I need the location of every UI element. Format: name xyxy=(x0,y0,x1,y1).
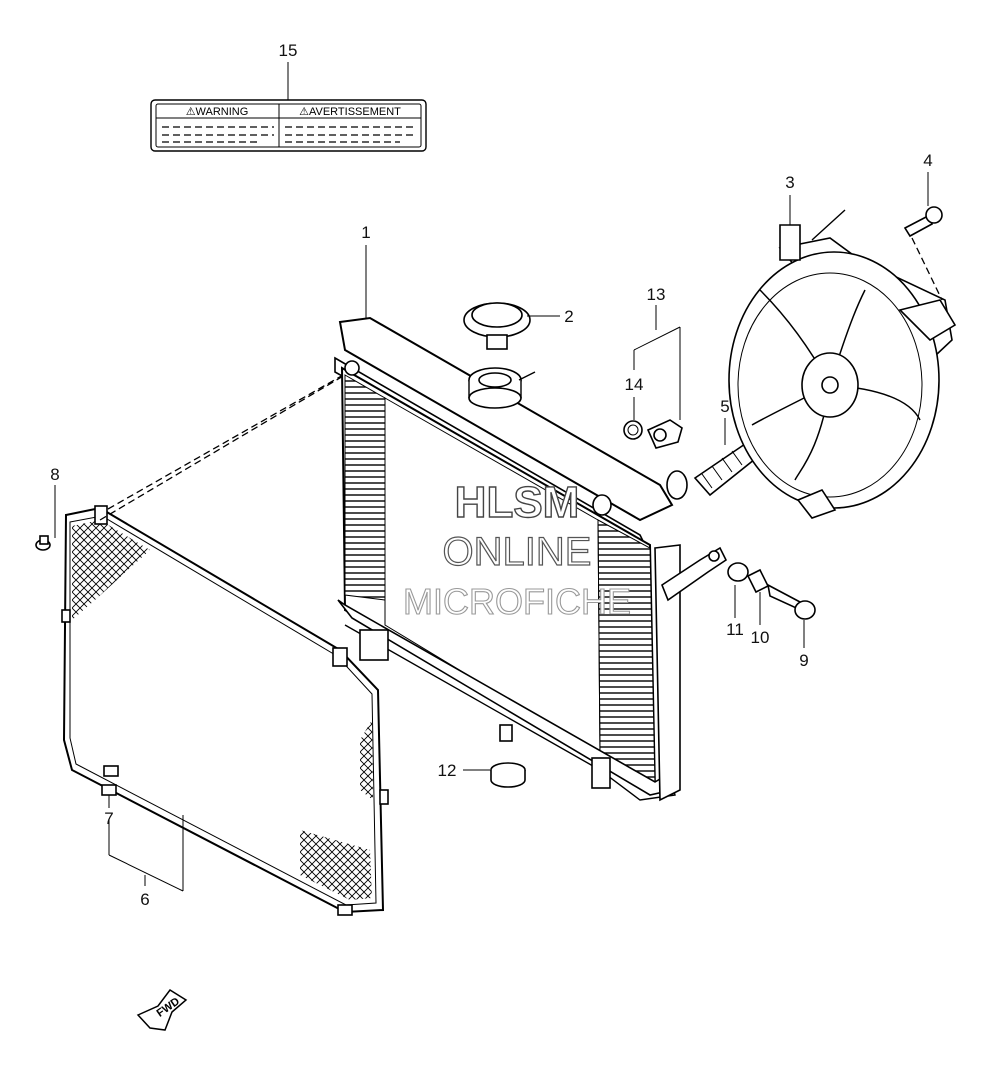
watermark-line-3: MICROFICHE xyxy=(403,581,631,622)
callout-12: 12 xyxy=(438,761,457,780)
callout-4: 4 xyxy=(923,151,932,170)
callout-14: 14 xyxy=(625,375,644,394)
callout-10: 10 xyxy=(751,628,770,647)
radiator-core xyxy=(334,316,728,802)
callout-11: 11 xyxy=(726,620,744,639)
cushion-part-12 xyxy=(490,762,526,788)
callout-1: 1 xyxy=(361,223,370,242)
callout-5: 5 xyxy=(720,397,729,416)
watermark-line-2: ONLINE xyxy=(443,530,592,574)
o-ring xyxy=(623,420,643,440)
fwd-arrow: FWD xyxy=(136,988,188,1031)
fan-bolt-part-4 xyxy=(903,206,943,301)
callout-15: 15 xyxy=(279,41,298,60)
callout-6: 6 xyxy=(140,890,149,909)
watermark: HLSM ONLINE MICROFICHE xyxy=(402,477,631,622)
guide-line-upper xyxy=(107,369,353,510)
collar-part-10 xyxy=(746,568,770,594)
guide-line-lower xyxy=(99,371,351,521)
warning-label: ⚠WARNING ⚠AVERTISSEMENT xyxy=(150,99,427,152)
watermark-line-1: HLSM xyxy=(455,478,580,527)
radiator-shroud-net xyxy=(61,505,389,916)
warning-label-right-text: ⚠AVERTISSEMENT xyxy=(299,106,401,118)
thermo-switch xyxy=(646,419,683,449)
grommet-part-11 xyxy=(727,562,749,582)
cooling-fan-assembly xyxy=(728,209,957,519)
radiator-cap xyxy=(463,302,531,350)
callout-7: 7 xyxy=(104,809,113,828)
clip-part-7 xyxy=(101,784,117,808)
filler-neck xyxy=(468,367,536,409)
bolt-part-9 xyxy=(766,583,816,620)
screw-part-8 xyxy=(35,485,56,551)
callout-9: 9 xyxy=(799,651,808,670)
callout-3: 3 xyxy=(785,173,794,192)
callout-numbers: 15 1 2 3 4 13 14 5 8 11 10 9 12 7 6 xyxy=(50,41,932,909)
callout-13: 13 xyxy=(647,285,666,304)
warning-label-left-text: ⚠WARNING xyxy=(186,106,249,118)
leader-lines xyxy=(108,62,929,892)
callout-8: 8 xyxy=(50,465,59,484)
callout-2: 2 xyxy=(564,307,573,326)
